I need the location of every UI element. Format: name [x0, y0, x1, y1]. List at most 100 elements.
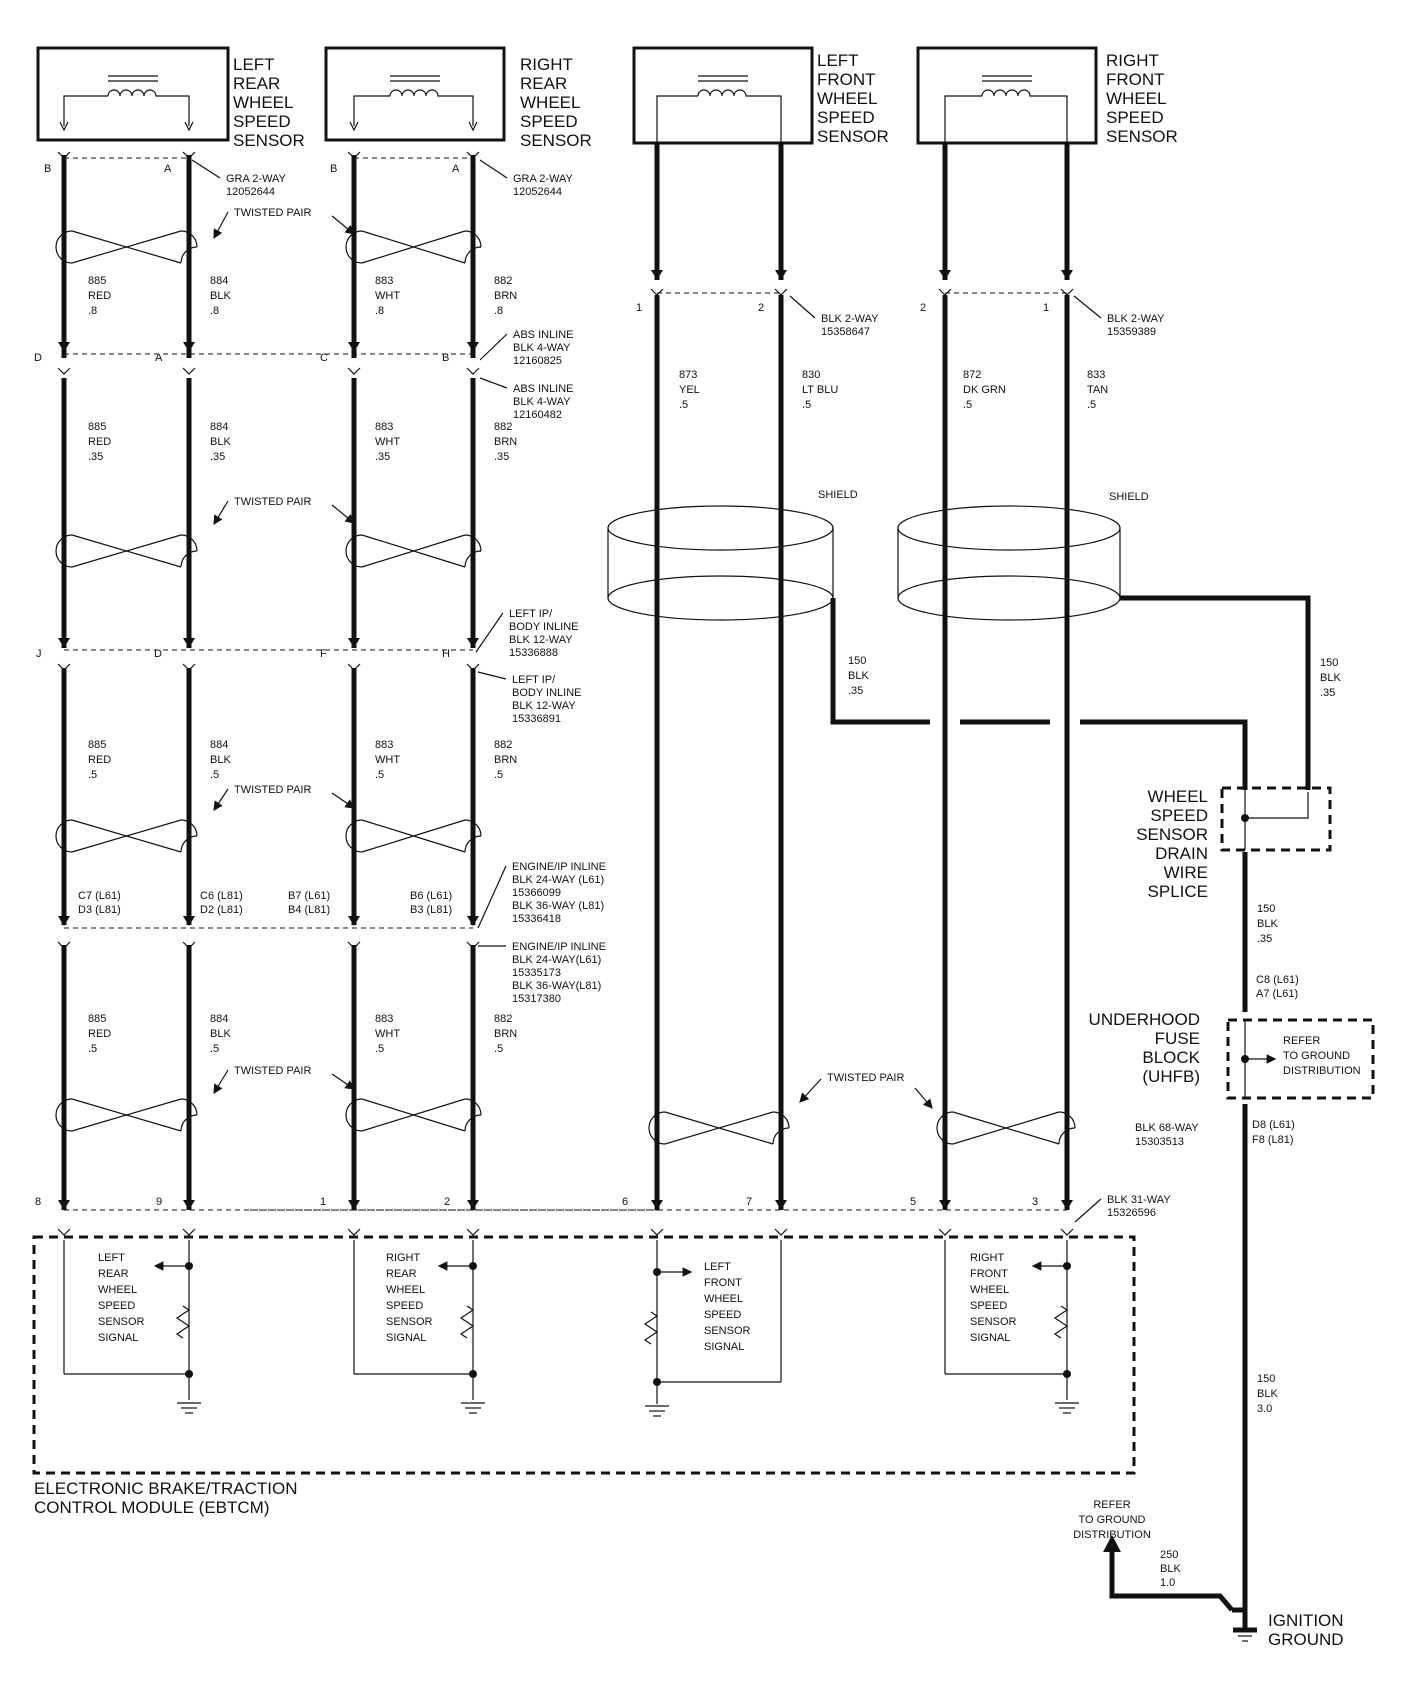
wire-label: 885 [88, 421, 106, 433]
callout-leader [479, 377, 508, 389]
wire-label: .5 [210, 769, 219, 781]
wire-label: BLK [1257, 918, 1278, 930]
twisted-pair-icon [345, 550, 482, 568]
pin-arrow-icon [939, 1200, 951, 1210]
twisted-pair-icon [55, 246, 198, 264]
drain-wire [1120, 595, 1311, 790]
twisted-pair-icon [55, 819, 198, 837]
signal-label: FRONT [970, 1268, 1008, 1280]
callout-leader [475, 612, 504, 653]
pin-socket-icon [182, 151, 196, 159]
sensor-label: WHEEL [520, 93, 580, 112]
signal-label: SENSOR [704, 1325, 751, 1337]
wire-label: .35 [210, 451, 225, 463]
wire-label: 882 [494, 421, 512, 433]
pin-label: D8 (L61) [1252, 1119, 1295, 1131]
pin-socket-icon [57, 367, 71, 375]
connector-label: 12160482 [513, 409, 562, 421]
pin-arrow-icon [183, 1200, 195, 1210]
pin-label: 8 [35, 1196, 41, 1208]
pin-arrow-icon [348, 916, 360, 926]
twisted-pair-icon [55, 1098, 198, 1116]
pin-socket-icon [182, 367, 196, 375]
wire-label: WHT [375, 290, 400, 302]
wire-label: BLK [1160, 1563, 1181, 1575]
signal-label: SENSOR [970, 1316, 1017, 1328]
wire-label: .5 [494, 1043, 503, 1055]
callout-leader [477, 671, 507, 680]
drain-wire [830, 598, 930, 725]
splice-node [1241, 814, 1249, 822]
pin-label: A7 (L61) [1256, 988, 1298, 1000]
pin-label: D [154, 648, 162, 660]
shield-label: SHIELD [818, 489, 858, 501]
pin-label: 2 [758, 302, 764, 314]
twisted-pair-icon [345, 230, 482, 248]
twisted-pair-icon [71, 230, 182, 264]
twisted-pair-icon [345, 1114, 482, 1132]
pin-socket-icon [650, 288, 664, 296]
connector-label: 15336891 [512, 713, 561, 725]
splice-box [1220, 786, 1332, 852]
splice-label: WIRE [1164, 863, 1208, 882]
shield-icon [607, 505, 834, 551]
wire-label: WHT [375, 754, 400, 766]
wire-label: .35 [848, 685, 863, 697]
pin-arrow-icon [939, 270, 951, 280]
pin-label: A [155, 352, 163, 364]
pin-socket-icon [57, 663, 71, 671]
sensor-label: REAR [233, 74, 280, 93]
wire-label: 883 [375, 1013, 393, 1025]
sensor-coil-icon [697, 89, 748, 97]
wire-label: 883 [375, 275, 393, 287]
signal-label: REAR [98, 1268, 129, 1280]
callout-leader [191, 159, 221, 179]
wire-label: 873 [679, 369, 697, 381]
twisted-pair-icon [55, 230, 198, 248]
sensor-lead [158, 95, 190, 126]
sensor-label: SENSOR [233, 131, 305, 150]
connector-label: 12052644 [513, 186, 562, 198]
connector-label: 15359389 [1107, 326, 1156, 338]
pin-arrow-icon [775, 270, 787, 280]
arrow-icon [59, 121, 69, 132]
pin-arrow-icon [467, 342, 479, 352]
resistor-icon [459, 1305, 475, 1339]
callout-leader [479, 159, 508, 179]
uhfb-label: (UHFB) [1142, 1067, 1200, 1086]
pin-socket-icon [347, 941, 361, 949]
signal-label: WHEEL [386, 1284, 425, 1296]
connector-label: BLK 36-WAY(L81) [512, 980, 601, 992]
connector-label: BODY INLINE [509, 621, 579, 633]
signal-label: WHEEL [98, 1284, 137, 1296]
twisted-pair-icon [345, 534, 482, 552]
connector-label: GRA 2-WAY [226, 173, 287, 185]
sensor-label: RIGHT [520, 55, 573, 74]
twisted-pair-icon [55, 550, 198, 568]
pin-socket-icon [466, 663, 480, 671]
wire-label: 150 [1320, 657, 1338, 669]
wire-label: 150 [1257, 1373, 1275, 1385]
wire-label: .5 [375, 769, 384, 781]
twisted-pair-icon [648, 1111, 790, 1129]
wire-label: LT BLU [802, 384, 838, 396]
drain-wire [1080, 719, 1248, 790]
signal-label: SIGNAL [98, 1332, 138, 1344]
wire-label: RED [88, 1028, 111, 1040]
twisted-pair-icon [361, 1098, 466, 1132]
wire-label: 884 [210, 739, 228, 751]
sensor-label: SPEED [233, 112, 291, 131]
pin-label: B [442, 352, 449, 364]
sensor-label: LEFT [233, 55, 275, 74]
wire-label: .35 [1320, 687, 1335, 699]
connector-label: 15336418 [512, 913, 561, 925]
sensor-label: SPEED [817, 108, 875, 127]
wire-label: BLK [210, 754, 231, 766]
signal-label: WHEEL [704, 1293, 743, 1305]
pin-label: 1 [1043, 302, 1049, 314]
connector-label: ABS INLINE [513, 329, 574, 341]
ebtcm-box [32, 1235, 1136, 1475]
twisted-pair-icon [664, 1111, 774, 1145]
twisted-pair-label: TWISTED PAIR [234, 784, 311, 796]
